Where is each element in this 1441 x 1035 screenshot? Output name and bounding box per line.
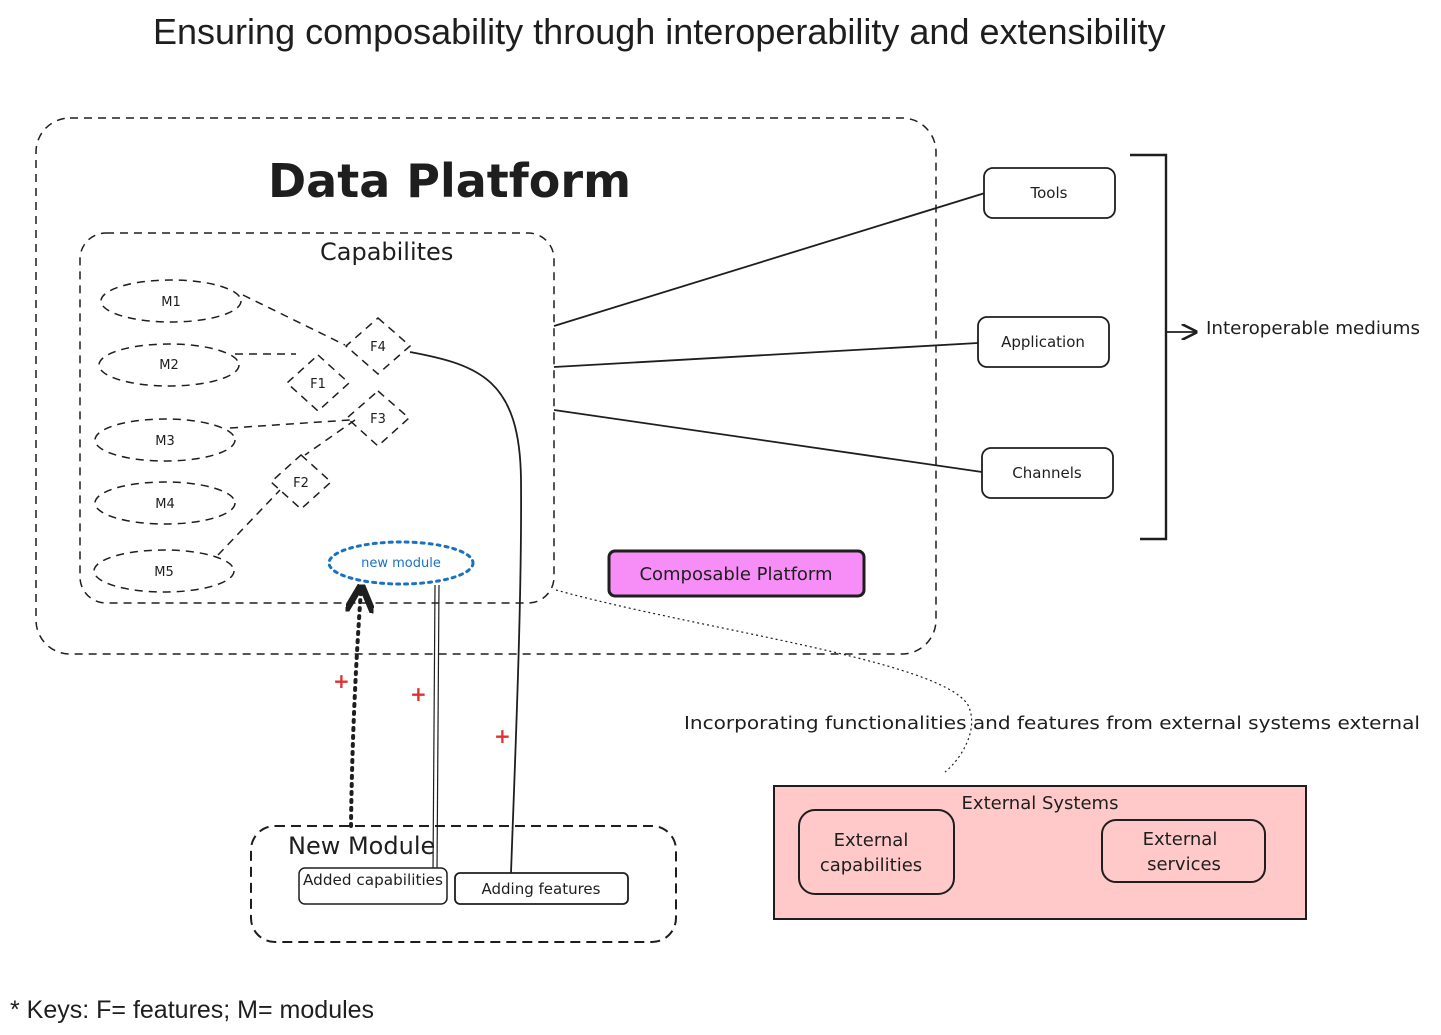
external-capabilities-box: External capabilities [798, 809, 955, 895]
module-feature-connectors [217, 294, 356, 556]
module-m1: M1 [100, 279, 242, 323]
mediums-bracket [1130, 153, 1196, 541]
feature-label: F3 [370, 412, 386, 427]
composable-platform-label: Composable Platform [639, 564, 832, 585]
medium-connectors [553, 192, 986, 473]
new-module-arrow [351, 590, 361, 828]
interoperable-mediums-label: Interoperable mediums [1206, 318, 1420, 339]
new-module-ellipse-label: new module [361, 556, 441, 571]
external-capabilities-line: External [834, 830, 909, 851]
medium-label: Application [1001, 333, 1085, 351]
feature-f3: F3 [345, 390, 411, 448]
feature-f2: F2 [269, 453, 333, 511]
feature-f4: F4 [344, 317, 412, 375]
feature-link-curve [409, 351, 522, 874]
composable-platform-badge: Composable Platform [607, 549, 866, 598]
feature-label: F4 [370, 340, 386, 355]
feature-label: F1 [310, 377, 326, 392]
medium-label: Tools [1030, 184, 1068, 202]
adding-features-label: Adding features [482, 880, 601, 898]
data-platform-title: Data Platform [268, 154, 631, 208]
plus-sign: + [494, 724, 511, 748]
external-systems-title: External Systems [962, 793, 1119, 814]
module-label: M5 [154, 565, 174, 580]
external-link-curve [555, 589, 973, 773]
added-capabilities-label: Added capabilities [303, 871, 443, 889]
capability-link-lines [432, 584, 440, 873]
module-m2: M2 [98, 343, 240, 387]
module-m4: M4 [94, 481, 236, 525]
medium-tools: Tools [983, 167, 1116, 219]
feature-label: F2 [293, 476, 309, 491]
new-module-container [250, 825, 677, 943]
plus-sign: + [333, 669, 350, 693]
medium-channels: Channels [981, 447, 1114, 499]
external-annotation: Incorporating functionalities and featur… [684, 713, 1420, 734]
external-systems-container: External Systems External capabilities E… [773, 785, 1307, 920]
module-label: M3 [155, 434, 175, 449]
module-m3: M3 [94, 418, 236, 462]
external-services-box: External services [1101, 819, 1266, 883]
module-label: M4 [155, 497, 175, 512]
external-services-line: services [1147, 854, 1221, 875]
data-platform-container [35, 117, 937, 655]
added-capabilities-box: Added capabilities [298, 867, 448, 905]
medium-label: Channels [1012, 464, 1082, 482]
external-services-line: External [1143, 829, 1218, 850]
module-label: M2 [159, 358, 179, 373]
capabilities-title: Capabilites [320, 238, 453, 266]
adding-features-box: Adding features [454, 872, 629, 905]
external-capabilities-line: capabilities [820, 855, 922, 876]
feature-f1: F1 [285, 353, 351, 413]
capabilities-container [79, 232, 555, 604]
plus-sign: + [410, 682, 427, 706]
new-module-title: New Module [288, 832, 435, 860]
new-module-ellipse: new module [327, 540, 475, 586]
module-label: M1 [161, 295, 181, 310]
footer-note: * Keys: F= features; M= modules [10, 996, 374, 1024]
medium-application: Application [977, 316, 1110, 368]
diagram-title: Ensuring composability through interoper… [153, 11, 1166, 52]
module-m5: M5 [93, 549, 235, 593]
